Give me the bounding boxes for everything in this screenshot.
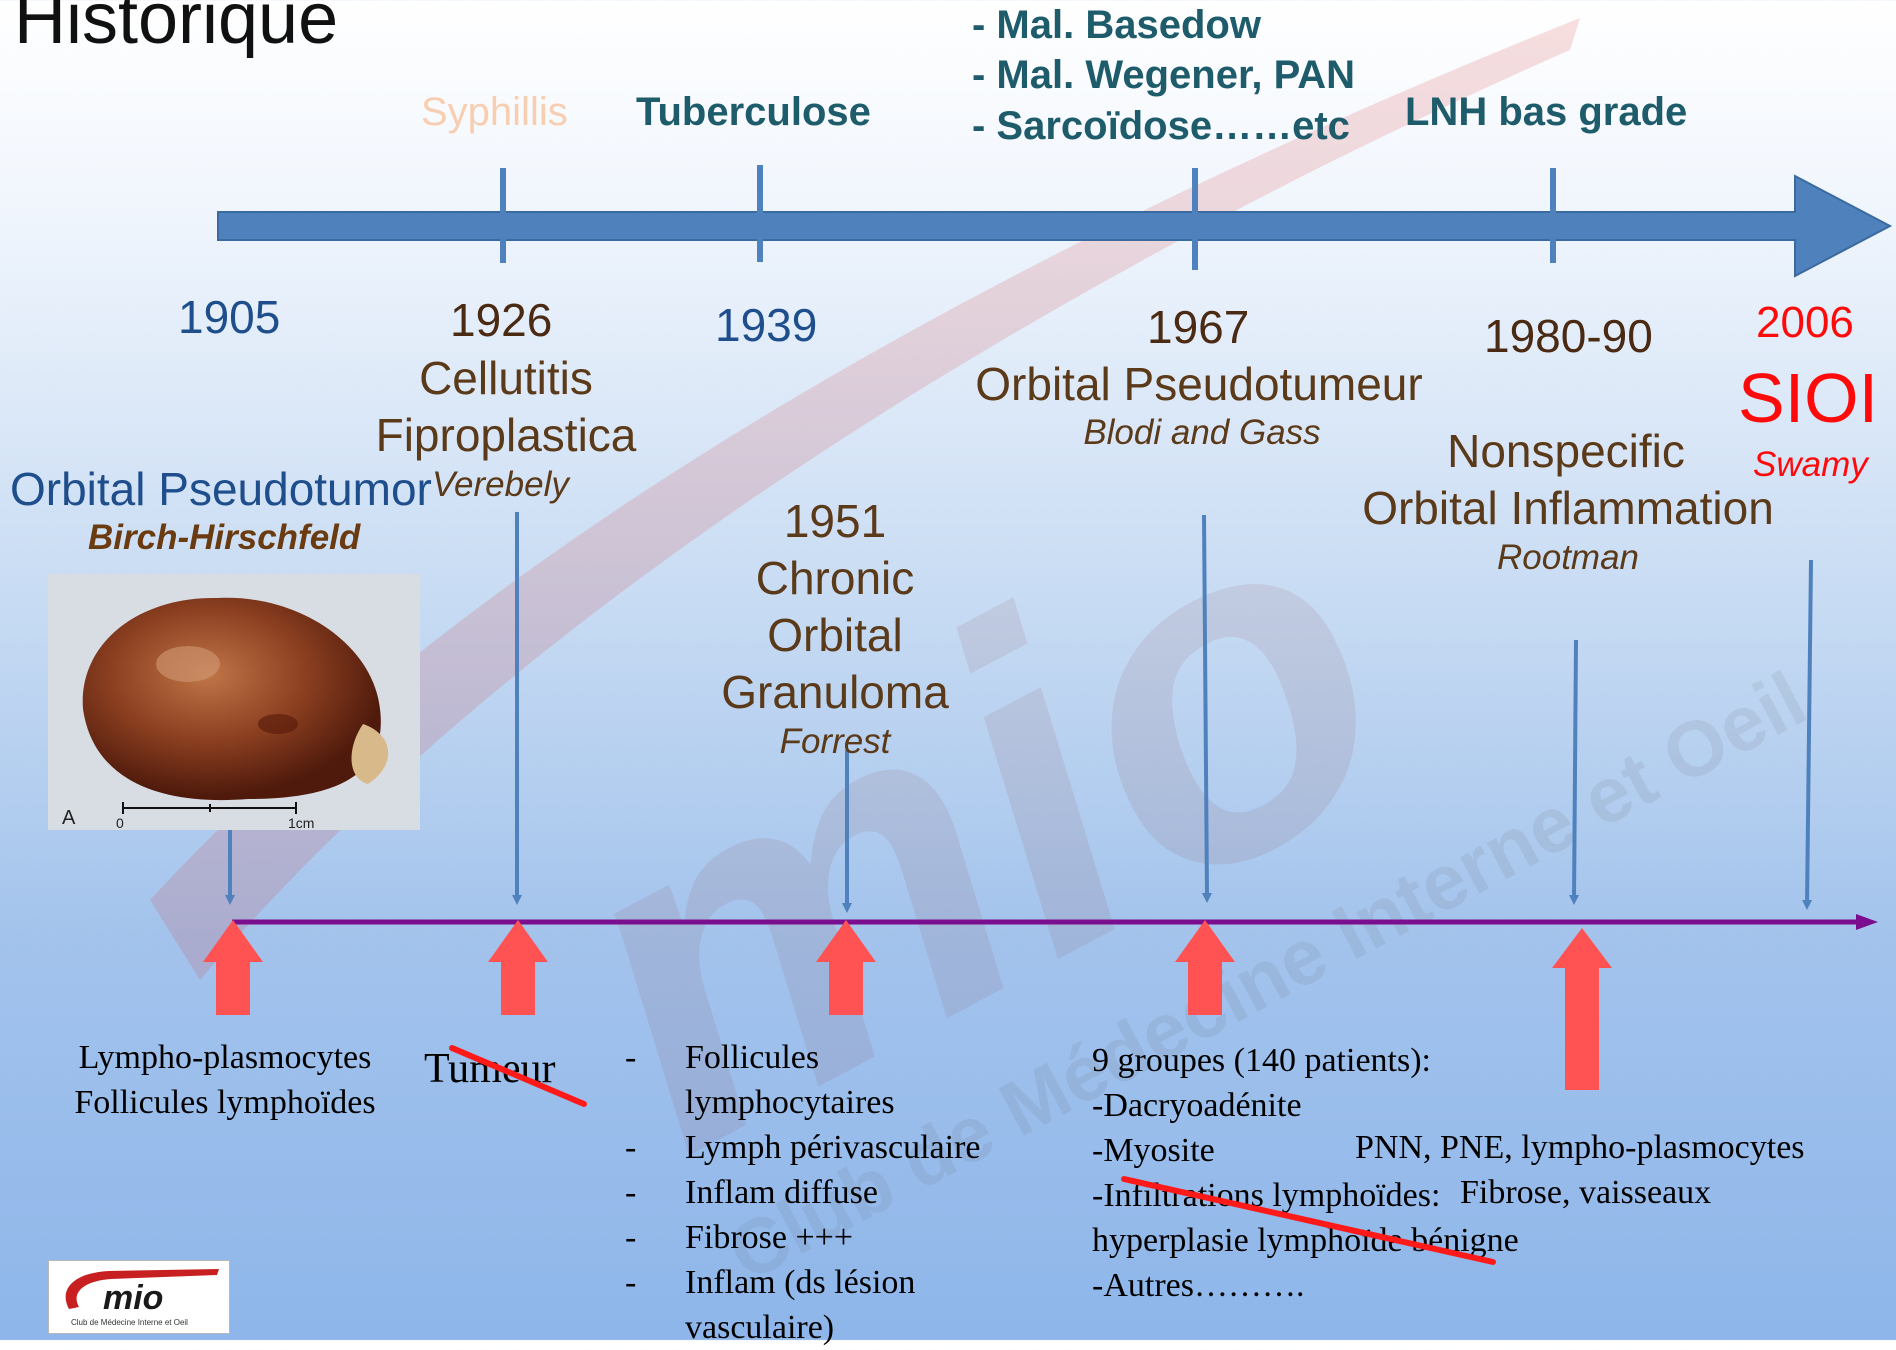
mio-logo: mio Club de Médecine Interne et Oeil bbox=[48, 1260, 230, 1334]
mio-logo-mark: mio Club de Médecine Interne et Oeil bbox=[49, 1261, 229, 1333]
strike-infiltrations bbox=[1124, 1179, 1493, 1262]
mio-logo-text: mio bbox=[103, 1279, 163, 1317]
mio-logo-tagline: Club de Médecine Interne et Oeil bbox=[71, 1318, 188, 1327]
strike-tumeur bbox=[452, 1048, 584, 1104]
